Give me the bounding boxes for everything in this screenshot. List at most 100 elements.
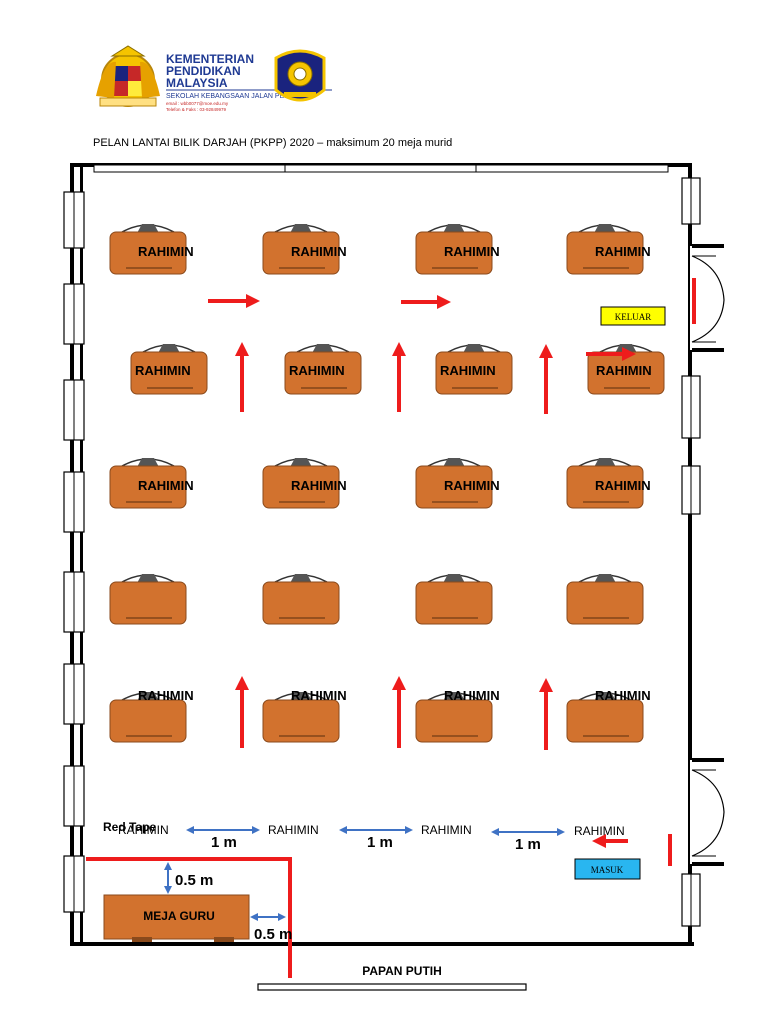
left-window-8 <box>63 855 85 913</box>
student-desk <box>109 574 187 625</box>
desk-student-name: RAHIMIN <box>289 363 345 378</box>
red-arrow-up-6 <box>539 678 553 750</box>
teacher-desk-label: MEJA GURU <box>143 909 215 923</box>
ministry-line1: KEMENTERIAN <box>166 52 254 66</box>
dim-arrow-1m-1 <box>186 826 260 834</box>
desk-top <box>262 231 340 275</box>
student-desk <box>566 574 644 625</box>
red-arrow-up-5 <box>392 676 406 748</box>
spacing-1m: 1 m 1 m 1 m <box>186 826 565 853</box>
dim-arrow-1m-2 <box>339 826 413 834</box>
red-arrow-left-1 <box>592 834 628 848</box>
dim-half-m-label-2: 0.5 m <box>254 926 292 943</box>
school-email: email : wbb0077@moe.edu.my <box>166 101 229 106</box>
right-window-2 <box>681 375 701 439</box>
desk-top <box>415 699 493 743</box>
desk-student-name: RAHIMIN <box>138 244 194 259</box>
desk-top <box>415 465 493 509</box>
left-window-4 <box>63 471 85 533</box>
front-name-2: RAHIMIN <box>268 823 319 837</box>
front-name-4: RAHIMIN <box>574 824 625 838</box>
desk-top <box>284 351 362 395</box>
student-desk: RAHIMIN <box>262 688 347 743</box>
right-window-4 <box>681 873 701 927</box>
student-desk: RAHIMIN <box>130 344 208 395</box>
desk-student-name: RAHIMIN <box>595 478 651 493</box>
dim-arrow-1m-3 <box>491 828 565 836</box>
left-window-3 <box>63 379 85 441</box>
school-phone: Telefon & Faks : 03-92849979 <box>166 107 227 112</box>
whiteboard-label: PAPAN PUTIH <box>362 964 442 978</box>
desk-top <box>415 581 493 625</box>
left-window-1 <box>63 191 85 249</box>
red-tape-label: Red Tape <box>103 820 156 834</box>
desk-student-name: RAHIMIN <box>138 688 194 703</box>
red-arrow-up-1 <box>235 342 249 412</box>
red-arrow-right-3 <box>586 347 636 361</box>
desk-top <box>109 231 187 275</box>
whiteboard: PAPAN PUTIH <box>257 964 527 991</box>
desk-top <box>262 581 340 625</box>
header: KEMENTERIAN PENDIDIKAN MALAYSIA SEKOLAH … <box>96 45 332 112</box>
front-name-1: RAHIMIN <box>118 823 169 837</box>
right-window-1 <box>681 177 701 225</box>
student-desk: RAHIMIN <box>109 688 194 743</box>
desk-student-name: RAHIMIN <box>444 244 500 259</box>
dim-arrow-half-m-vertical <box>164 862 172 894</box>
red-tape-line <box>86 857 292 978</box>
desk-student-name: RAHIMIN <box>135 363 191 378</box>
flow-arrows <box>208 294 636 848</box>
desk-top <box>566 465 644 509</box>
desk-top <box>435 351 513 395</box>
right-windows <box>681 177 701 927</box>
right-wall <box>688 163 692 946</box>
entrance-door <box>690 758 725 866</box>
desk-student-name: RAHIMIN <box>595 688 651 703</box>
left-wall <box>70 163 74 946</box>
student-desk: RAHIMIN <box>435 344 513 395</box>
desk-top <box>566 699 644 743</box>
desk-top <box>109 581 187 625</box>
red-arrow-right-2 <box>401 295 451 309</box>
student-desk: RAHIMIN <box>566 458 651 509</box>
student-desk: RAHIMIN <box>566 224 651 275</box>
dim-half-m-label-1: 0.5 m <box>175 872 213 889</box>
student-desk: RAHIMIN <box>415 224 500 275</box>
desk-student-name: RAHIMIN <box>138 478 194 493</box>
student-desk: RAHIMIN <box>566 688 651 743</box>
student-desk: RAHIMIN <box>415 458 500 509</box>
desk-student-name: RAHIMIN <box>291 688 347 703</box>
student-desks: RAHIMIN RAHIMIN RAHIMIN RAHIMIN RAHIMIN RAHIM… <box>109 224 665 743</box>
desk-top <box>130 351 208 395</box>
student-desk: RAHIMIN <box>284 344 362 395</box>
red-arrow-right-1 <box>208 294 260 308</box>
student-desk: RAHIMIN <box>262 458 347 509</box>
front-name-3: RAHIMIN <box>421 823 472 837</box>
keluar-sign: KELUAR <box>600 306 666 326</box>
ministry-line3: MALAYSIA <box>166 76 228 90</box>
desk-top <box>566 581 644 625</box>
student-desk: RAHIMIN <box>109 458 194 509</box>
dim-1m-label-3: 1 m <box>515 836 541 853</box>
school-crest-logo <box>274 49 326 102</box>
left-window-6 <box>63 663 85 725</box>
left-window-5 <box>63 571 85 633</box>
dim-1m-label-1: 1 m <box>211 834 237 851</box>
student-desk <box>262 574 340 625</box>
student-desk: RAHIMIN <box>415 688 500 743</box>
desk-student-name: RAHIMIN <box>595 244 651 259</box>
spacing-half-m: 0.5 m 0.5 m <box>164 862 292 943</box>
left-windows <box>63 191 85 913</box>
red-arrow-up-4 <box>235 676 249 748</box>
dim-arrow-half-m-horizontal <box>250 913 286 921</box>
desk-student-name: RAHIMIN <box>596 363 652 378</box>
ministry-line2: PENDIDIKAN <box>166 64 241 78</box>
red-arrow-up-3 <box>539 344 553 414</box>
top-window <box>93 164 669 173</box>
bottom-wall <box>70 942 694 946</box>
right-window-3 <box>681 465 701 515</box>
desk-student-name: RAHIMIN <box>291 244 347 259</box>
desk-student-name: RAHIMIN <box>444 478 500 493</box>
school-name: SEKOLAH KEBANGSAAN JALAN PEEL <box>166 93 293 100</box>
masuk-label: MASUK <box>591 865 624 875</box>
